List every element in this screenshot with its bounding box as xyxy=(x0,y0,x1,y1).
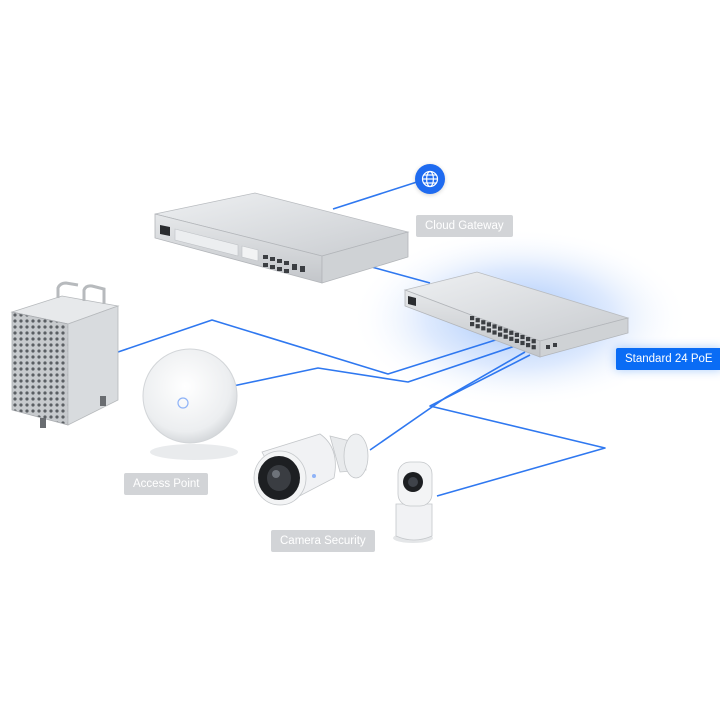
standard-switch-label: Standard 24 PoE xyxy=(616,348,720,370)
switch-port xyxy=(520,340,525,346)
connection-lines xyxy=(117,180,606,497)
flex-camera-device xyxy=(393,461,433,543)
switch-port xyxy=(526,343,531,348)
switch-port xyxy=(509,330,514,335)
cloud-gateway-label: Cloud Gateway xyxy=(416,215,513,237)
link-gateway-internet xyxy=(332,180,421,210)
standard-switch-device xyxy=(403,271,630,358)
switch-port xyxy=(475,318,480,323)
access-point-label: Access Point xyxy=(124,473,209,495)
switch-port xyxy=(498,332,503,337)
switch-port xyxy=(492,324,497,329)
switch-port xyxy=(486,328,491,333)
switch-port xyxy=(503,334,508,339)
switch-port xyxy=(481,320,486,325)
switch-port xyxy=(503,328,508,333)
switch-port xyxy=(470,322,475,327)
camera-security-label: Camera Security xyxy=(271,530,375,552)
switch-port xyxy=(531,339,536,344)
access-point-device xyxy=(142,348,238,460)
switch-port xyxy=(486,322,491,327)
link-switch-ap xyxy=(199,345,516,394)
switch-port xyxy=(492,330,497,335)
globe-icon xyxy=(415,164,445,194)
switch-port xyxy=(520,334,525,340)
switch-port xyxy=(481,326,486,331)
switch-port xyxy=(470,316,475,321)
cloud-gateway-device xyxy=(154,192,410,284)
switch-port xyxy=(531,345,536,350)
link-switch-flex-camera xyxy=(429,354,606,497)
switch-port xyxy=(514,338,519,343)
bullet-camera-device xyxy=(253,433,369,506)
switch-port xyxy=(526,337,531,342)
switch-port xyxy=(514,332,519,337)
link-switch-mac xyxy=(117,319,506,375)
switch-port xyxy=(475,324,480,329)
switch-port xyxy=(509,336,514,341)
mac-pro-device xyxy=(10,281,120,428)
switch-port xyxy=(498,326,503,331)
link-gateway-switch xyxy=(367,265,431,284)
